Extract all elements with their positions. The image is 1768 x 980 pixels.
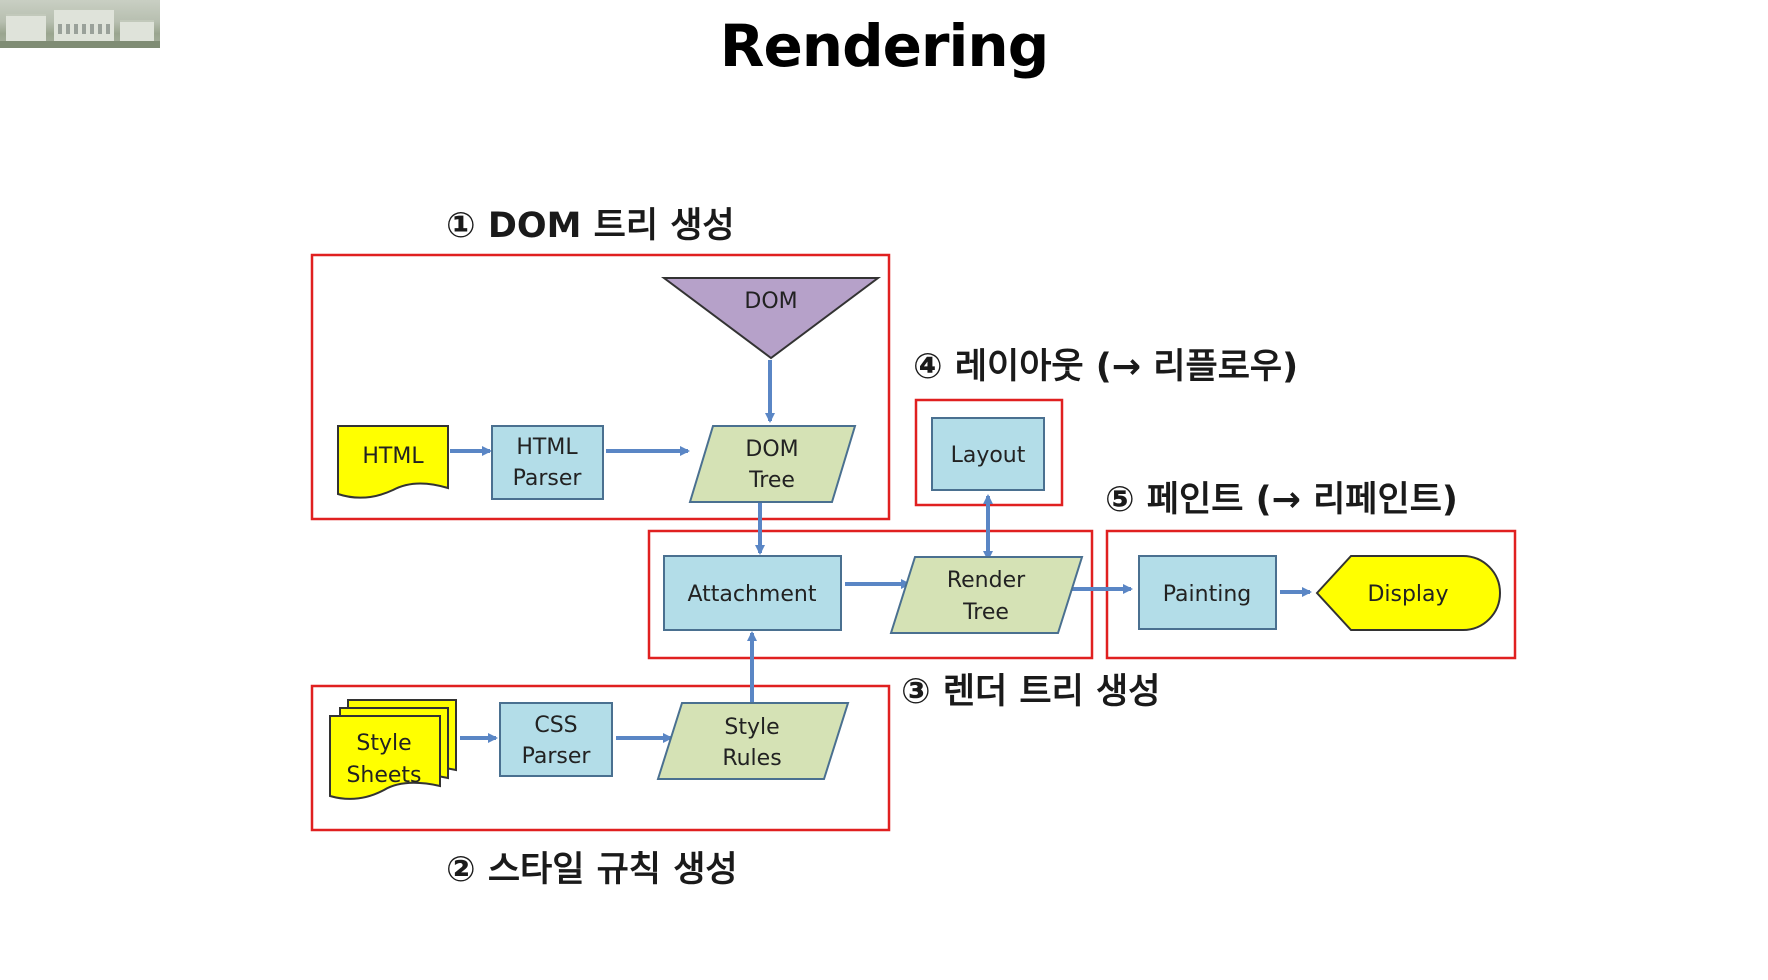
- heading-paint: ⑤ 페인트 (→ 리페인트): [1105, 480, 1458, 520]
- layout-label: Layout: [951, 443, 1026, 468]
- style-rules-label-line2: Rules: [722, 746, 781, 771]
- heading-layout: ④ 레이아웃 (→ 리플로우): [913, 347, 1298, 387]
- attachment-label: Attachment: [688, 582, 817, 607]
- heading-style-rules: ② 스타일 규칙 생성: [446, 850, 738, 890]
- style-sheets-front-page: [329, 715, 441, 800]
- html-document-label: HTML: [362, 444, 424, 469]
- attachment-box: [663, 555, 842, 631]
- display-label: Display: [1367, 582, 1448, 607]
- style-rules-shape: [656, 702, 850, 780]
- dom-label: DOM: [744, 289, 797, 314]
- slide-title: Rendering: [719, 12, 1049, 80]
- render-tree-shape: [889, 556, 1084, 634]
- render-tree-label-line2: Tree: [962, 600, 1009, 625]
- html-parser-label-line1: HTML: [516, 435, 578, 460]
- html-parser-label-line2: Parser: [513, 466, 583, 491]
- html-parser-box: [491, 425, 604, 500]
- display-shape: [1315, 555, 1501, 631]
- university-logo: [0, 0, 160, 48]
- css-parser-label-line1: CSS: [534, 713, 577, 738]
- dom-tree-shape: [688, 425, 857, 503]
- dom-tree-group-frame: [310, 253, 891, 521]
- style-rules-label-line1: Style: [724, 715, 779, 740]
- render-tree-group-frame: [647, 529, 1094, 660]
- paint-group-frame: [1105, 529, 1517, 660]
- dom-triangle-shape: [660, 277, 882, 360]
- dom-tree-label-line1: DOM: [745, 437, 798, 462]
- dom-tree-label-line2: Tree: [748, 468, 795, 493]
- heading-dom-tree: ① DOM 트리 생성: [446, 206, 735, 246]
- css-parser-label-line2: Parser: [522, 744, 592, 769]
- style-sheets-label-line2: Sheets: [346, 763, 421, 788]
- heading-render-tree: ③ 렌더 트리 생성: [901, 672, 1160, 712]
- painting-label: Painting: [1163, 582, 1251, 607]
- style-sheets-label-line1: Style: [356, 731, 411, 756]
- css-parser-box: [499, 702, 613, 777]
- render-tree-label-line1: Render: [947, 568, 1026, 593]
- painting-box: [1138, 555, 1277, 630]
- html-document-shape: [337, 425, 449, 499]
- style-rules-group-frame: [310, 684, 891, 832]
- layout-box: [931, 417, 1045, 491]
